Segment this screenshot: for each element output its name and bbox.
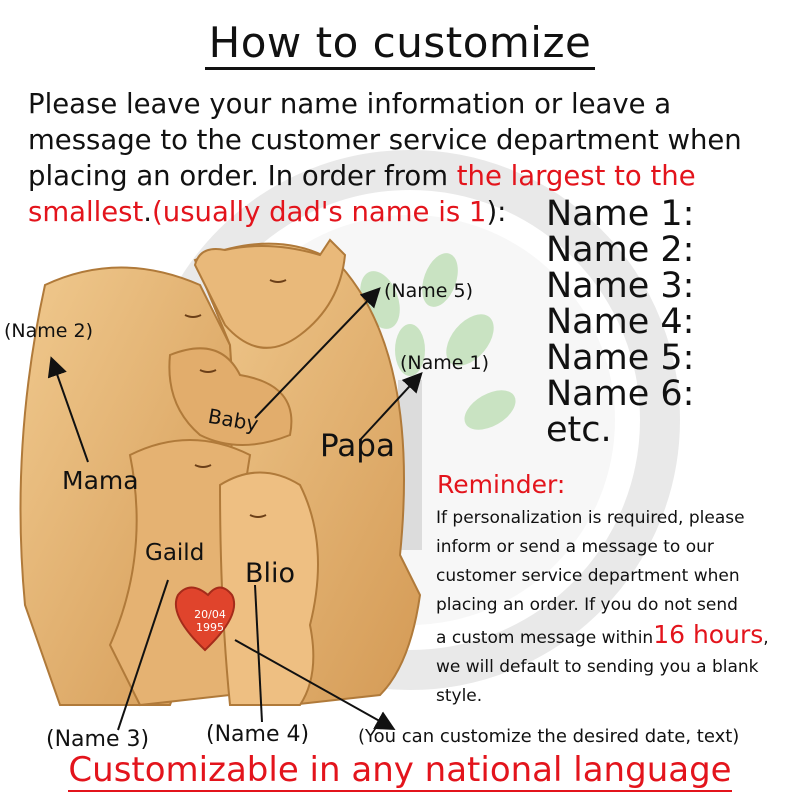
intro-text: Please leave your name information or le… [28, 88, 742, 228]
page-title: How to customize [0, 18, 800, 70]
wood-label-gaild: Gaild [145, 540, 205, 566]
reminder-heading: Reminder: [437, 470, 566, 499]
footer-banner: Customizable in any national language [68, 750, 732, 792]
wood-label-papa: Papa [320, 428, 395, 464]
wood-label-blio: Blio [245, 558, 296, 589]
callout-name4: (Name 4) [206, 722, 310, 747]
callout-custom-date: (You can customize the desired date, tex… [358, 726, 740, 747]
heart-date: 20/04 1995 [194, 608, 226, 634]
reminder-text: If personalization is required, please i… [436, 508, 769, 706]
names-list-item: Name 2: [546, 230, 695, 270]
names-list: Name 1: Name 2: Name 3: Name 4: Name 5: … [546, 196, 694, 448]
wooden-bear-family-image [19, 238, 422, 707]
callout-name2: (Name 2) [4, 320, 94, 342]
names-list-item: Name 5: [546, 338, 695, 378]
callout-name3: (Name 3) [46, 727, 150, 752]
callout-name5: (Name 5) [384, 280, 474, 302]
names-list-item: Name 3: [546, 266, 695, 306]
names-list-item: Name 6: [546, 374, 695, 414]
callout-name1: (Name 1) [400, 352, 490, 374]
names-list-item: Name 4: [546, 302, 695, 342]
names-list-item: Name 1: [546, 194, 695, 234]
wood-label-mama: Mama [62, 466, 139, 495]
names-list-item: etc. [546, 410, 612, 450]
